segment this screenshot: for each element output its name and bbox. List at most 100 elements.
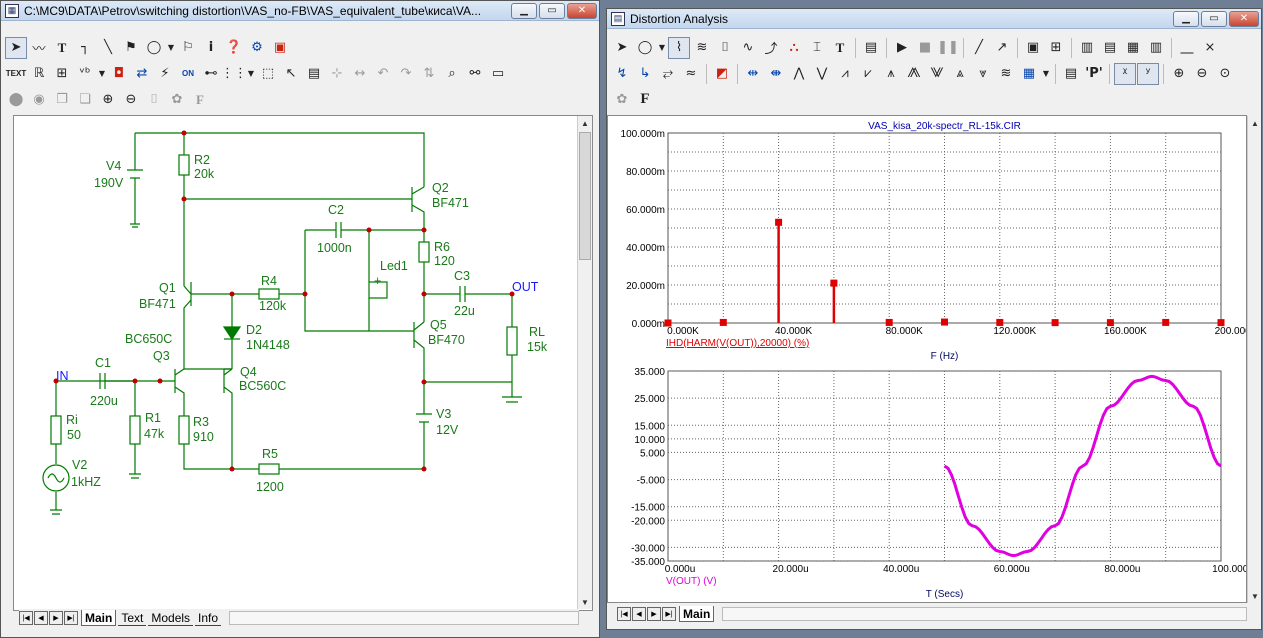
label-y-icon[interactable]: ʸ (1137, 62, 1159, 85)
r5-label[interactable]: R5 (262, 447, 278, 461)
global-valley-icon[interactable]: ⩔ (979, 66, 987, 81)
prev-page-icon[interactable]: ◀ (34, 611, 48, 625)
last-page-icon[interactable]: ▶| (662, 607, 676, 621)
r6-label[interactable]: R6 (434, 240, 450, 254)
copy-icon[interactable]: ❐ (56, 92, 68, 107)
r3-value[interactable]: 910 (193, 430, 214, 444)
shapes-dropdown-icon[interactable]: ▼ (658, 43, 666, 52)
stop-icon[interactable]: ■ (918, 40, 932, 55)
scale-mode-icon[interactable]: ⌇ (668, 36, 690, 59)
low-icon[interactable]: ⩗ (864, 66, 872, 81)
tab-models[interactable]: Models (148, 610, 194, 626)
prev-page-icon[interactable]: ◀ (632, 607, 646, 621)
wire-icon[interactable]: 〰 (32, 42, 46, 57)
next-page-icon[interactable]: ▶ (647, 607, 661, 621)
crosshair-icon[interactable]: ⨯ (1204, 40, 1216, 55)
mirror-icon[interactable]: ⇅ (423, 66, 435, 81)
major-grid-icon[interactable]: ▤ (1103, 40, 1117, 55)
help-cursor-icon[interactable]: ❓ (225, 40, 243, 55)
text-variable-icon[interactable]: ℝ (33, 66, 45, 81)
peak-icon[interactable]: ⥂ (662, 66, 674, 81)
pause-icon[interactable]: ◉ (33, 92, 45, 107)
model-dropdown-icon[interactable]: ▼ (98, 69, 106, 78)
rl-label[interactable]: RL (529, 325, 545, 339)
point-tag-icon[interactable]: ⛬ (789, 40, 799, 55)
d2-label[interactable]: D2 (246, 323, 262, 337)
valley-icon[interactable]: ≈ (685, 66, 697, 81)
c3-label[interactable]: C3 (454, 269, 470, 283)
zoom-out-icon[interactable]: ⊖ (1196, 66, 1208, 81)
camera-icon[interactable]: ⌷ (150, 92, 158, 107)
bold-grid-icon[interactable]: ▥ (1149, 40, 1163, 55)
last-page-icon[interactable]: ▶| (64, 611, 78, 625)
horizontal-scrollbar[interactable] (722, 607, 1247, 621)
baseline-icon[interactable]: ⎽ (1180, 40, 1194, 55)
node-numbers-icon[interactable]: ◘ (113, 66, 125, 81)
select-mode-icon[interactable]: ➤ (616, 40, 628, 55)
show-text-button[interactable]: TEXT (5, 69, 27, 78)
q1-value[interactable]: BF471 (139, 297, 176, 311)
r1-value[interactable]: 47k (144, 427, 165, 441)
properties-icon[interactable]: ▤ (307, 66, 321, 81)
global-peak-icon[interactable]: ⩓ (956, 66, 964, 81)
pin-connect-icon[interactable]: ⊷ (204, 66, 218, 81)
tab-info[interactable]: Info (195, 610, 222, 626)
font-button[interactable]: F (196, 91, 204, 107)
text-tool-icon[interactable]: T (57, 39, 67, 55)
palette-icon[interactable]: ✿ (171, 92, 183, 107)
grid-icon[interactable]: ⋮⋮ (221, 66, 247, 81)
stepping-icon[interactable]: ⚙ (251, 40, 263, 55)
led1-label[interactable]: Led1 (380, 259, 408, 273)
scroll-up-icon[interactable]: ▲ (1251, 118, 1259, 128)
wire-mode-icon[interactable]: ┐ (81, 40, 89, 55)
q2-value[interactable]: BF471 (432, 196, 469, 210)
close-button[interactable]: ✕ (567, 2, 597, 19)
d2-value[interactable]: 1N4148 (246, 338, 290, 352)
font-button[interactable]: F (640, 91, 650, 107)
r6-value[interactable]: 120 (434, 254, 455, 268)
cursor-left-icon[interactable]: ⇹ (747, 66, 759, 81)
v2-label[interactable]: V2 (72, 458, 87, 472)
shapes-dropdown-icon[interactable]: ▼ (167, 43, 175, 52)
r2-value[interactable]: 20k (194, 167, 215, 181)
next-page-icon[interactable]: ▶ (49, 611, 63, 625)
c1-value[interactable]: 220u (90, 394, 118, 408)
flag-icon[interactable]: ⚑ (125, 40, 137, 55)
grid-icon[interactable]: ⊞ (1050, 40, 1062, 55)
display-dropdown-icon[interactable]: ▼ (1042, 69, 1050, 78)
flip-icon[interactable]: ↔ (354, 66, 366, 81)
v4-label[interactable]: V4 (106, 159, 121, 173)
high-icon[interactable]: ⩘ (841, 66, 849, 81)
v2-value[interactable]: 1kHZ (71, 475, 101, 489)
global-high-icon[interactable]: ⨇ (907, 66, 921, 81)
power-icon[interactable]: ⚡ (160, 66, 170, 81)
first-page-icon[interactable]: |◀ (617, 607, 631, 621)
r4-label[interactable]: R4 (261, 274, 277, 288)
grid-dropdown-icon[interactable]: ▼ (247, 69, 255, 78)
r4-value[interactable]: 120k (259, 299, 287, 313)
drag-icon[interactable]: ↖ (285, 66, 297, 81)
minimize-button[interactable]: ▁ (511, 2, 537, 19)
find-icon[interactable]: ⌕ (448, 66, 456, 81)
out-node-label[interactable]: OUT (512, 280, 539, 294)
c2-label[interactable]: C2 (328, 203, 344, 217)
tab-main[interactable]: Main (81, 610, 117, 626)
q4-value[interactable]: BC560C (239, 379, 286, 393)
palette-icon[interactable]: ✿ (616, 92, 628, 107)
line-icon[interactable]: ╲ (104, 40, 112, 55)
scroll-up-icon[interactable]: ▲ (581, 118, 589, 128)
schematic-canvas[interactable]: + V4 190V R2 20k Q2 BF471 C2 1000n R6 12… (13, 115, 593, 611)
q2-label[interactable]: Q2 (432, 181, 449, 195)
line-icon[interactable]: ╱ (975, 40, 983, 55)
next-data-point-icon[interactable]: ↳ (639, 66, 651, 81)
schematic-titlebar[interactable]: ▦ C:\MC9\DATA\Petrov\switching distortio… (1, 1, 599, 21)
border-icon[interactable]: ⬚ (261, 66, 275, 81)
align-icon[interactable]: ⊹ (331, 66, 343, 81)
valley-next-icon[interactable]: ⋁ (816, 66, 828, 81)
tag-icon[interactable]: ⤴ (764, 42, 778, 57)
c2-value[interactable]: 1000n (317, 241, 352, 255)
horizontal-tag-icon[interactable]: ∿ (742, 40, 754, 55)
rotate-left-icon[interactable]: ↶ (377, 66, 389, 81)
cursor-right-icon[interactable]: ⇼ (770, 66, 782, 81)
